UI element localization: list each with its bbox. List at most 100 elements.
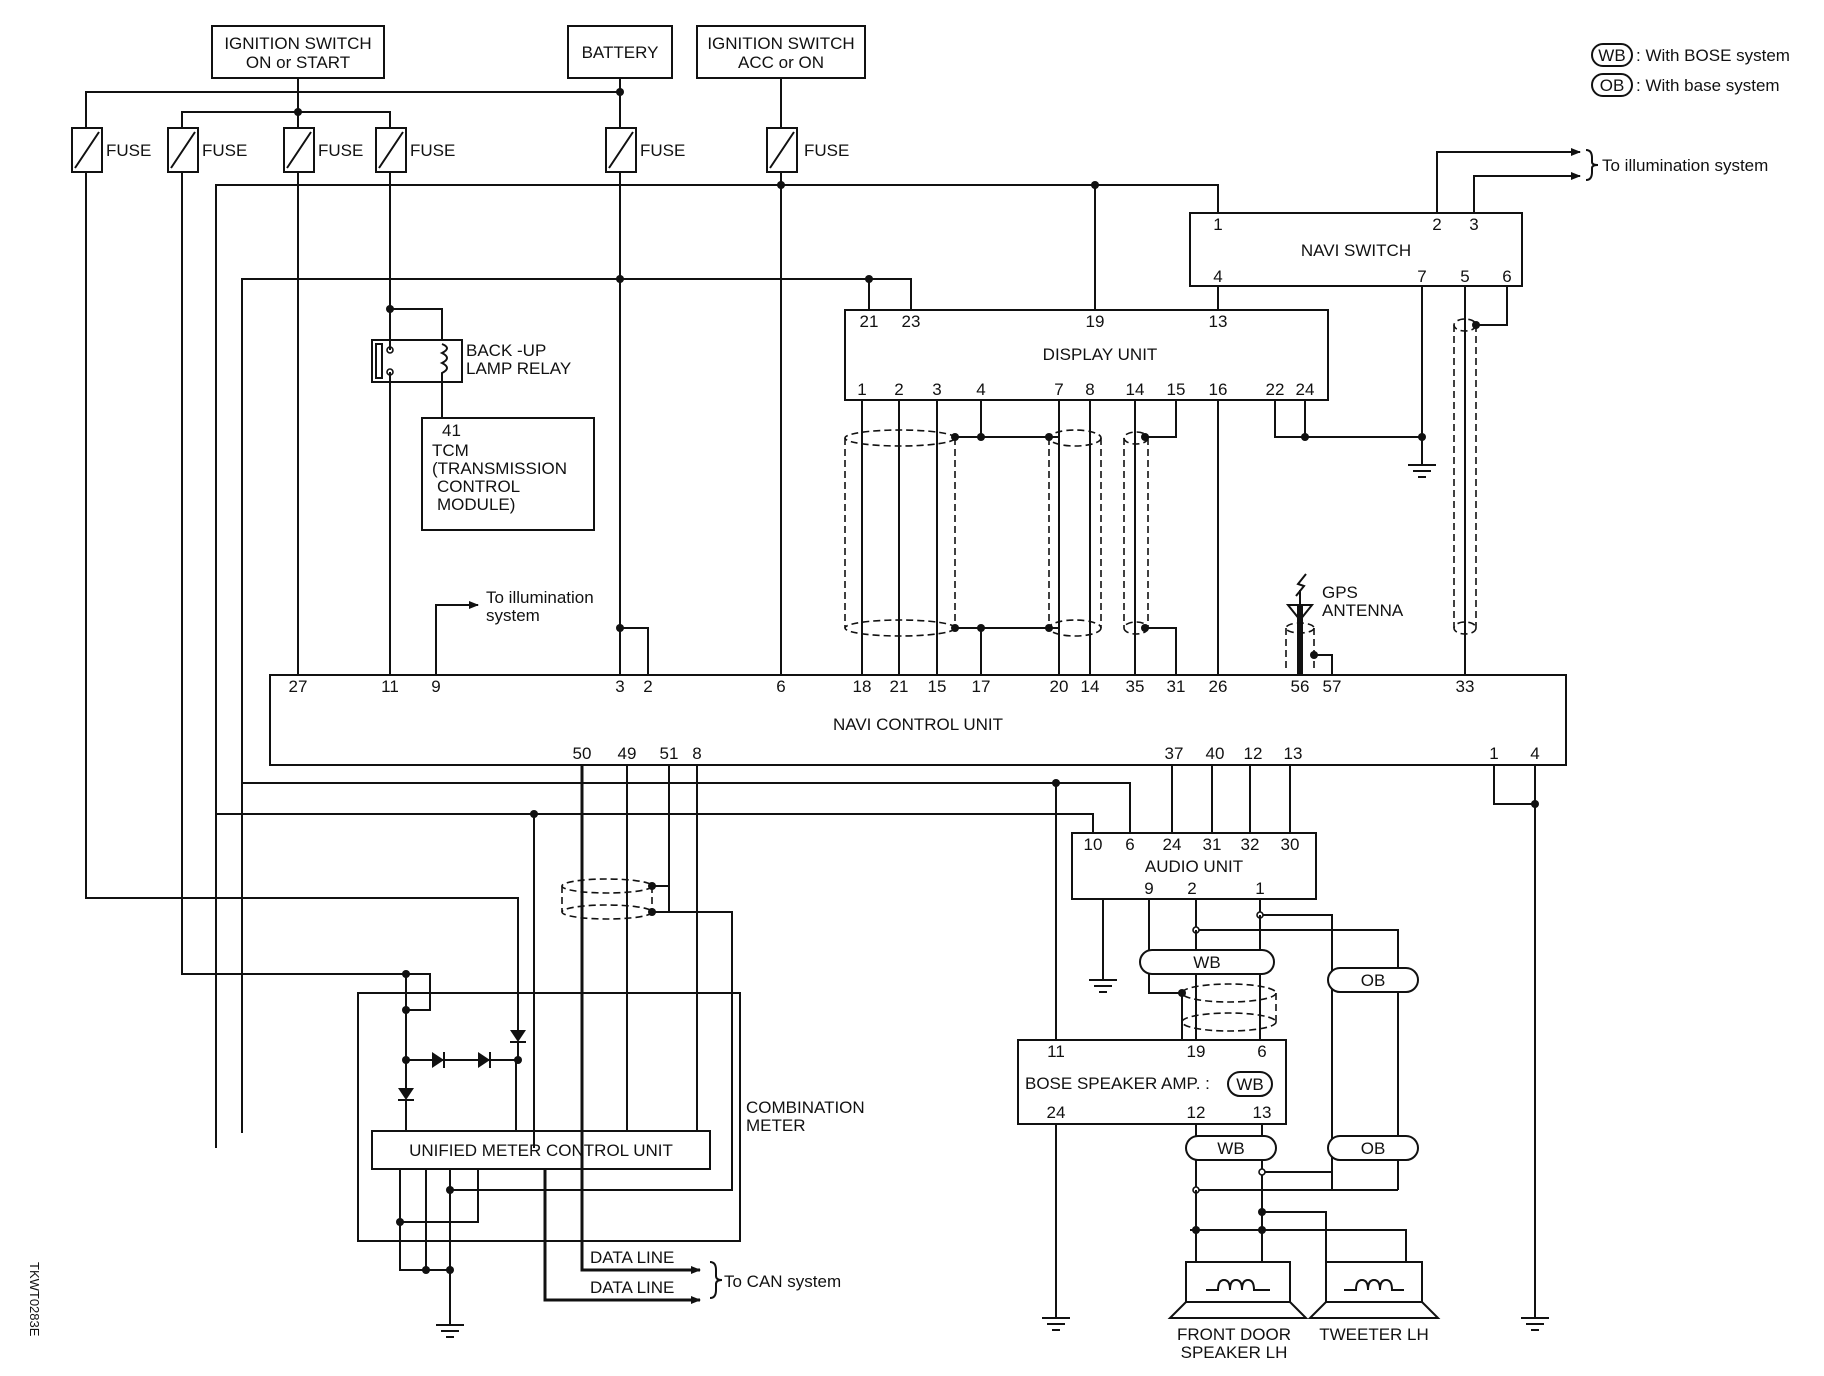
svg-text:27: 27 (289, 677, 308, 696)
svg-text:7: 7 (1417, 267, 1426, 286)
navi-bottom-pins: 50 49 51 8 37 40 12 13 1 4 (573, 744, 1540, 763)
display-unit: DISPLAY UNIT 21 23 19 13 1 2 3 4 7 8 14 … (844, 309, 1329, 401)
svg-text:FRONT DOOR: FRONT DOOR (1177, 1325, 1291, 1344)
to-illumination-top-label: To illumination system (1602, 156, 1768, 175)
svg-text:DATA LINE: DATA LINE (590, 1278, 674, 1297)
display-navi-wires (844, 286, 1508, 685)
navi-switch: NAVI SWITCH 1 2 3 4 7 5 6 (1189, 212, 1523, 287)
svg-text:1: 1 (1213, 215, 1222, 234)
svg-text:7: 7 (1054, 380, 1063, 399)
svg-text:2: 2 (894, 380, 903, 399)
svg-text:12: 12 (1187, 1103, 1206, 1122)
legend-wb-pill (1591, 43, 1633, 67)
svg-text:ANTENNA: ANTENNA (1322, 601, 1404, 620)
svg-text:3: 3 (1469, 215, 1478, 234)
svg-text:50: 50 (573, 744, 592, 763)
navi-switch-label: NAVI SWITCH (1301, 241, 1411, 260)
svg-text:16: 16 (1209, 380, 1228, 399)
svg-text:METER: METER (746, 1116, 806, 1135)
bose-speaker-amp: BOSE SPEAKER AMP. : WB 11 19 6 24 12 13 (1017, 1039, 1287, 1125)
svg-text:3: 3 (932, 380, 941, 399)
svg-text:SPEAKER LH: SPEAKER LH (1181, 1343, 1288, 1362)
svg-text:31: 31 (1203, 835, 1222, 854)
fuses: FUSE FUSE FUSE FUSE FUSE FUSE (71, 127, 849, 173)
ignition-on-label-2: ON or START (246, 53, 350, 72)
illumination-mid: To illumination system (435, 588, 594, 685)
svg-text:37: 37 (1165, 744, 1184, 763)
legend-wb-tag: WB (1598, 46, 1625, 65)
svg-text:40: 40 (1206, 744, 1225, 763)
svg-text:TWEETER LH: TWEETER LH (1319, 1325, 1429, 1344)
pill-ob-upper (1327, 967, 1419, 993)
diode-icon (398, 1088, 414, 1100)
svg-text:WB: WB (1193, 953, 1220, 972)
svg-text:(TRANSMISSION: (TRANSMISSION (432, 459, 567, 478)
power-wires (85, 78, 782, 128)
svg-text:1: 1 (1255, 879, 1264, 898)
to-can-system-label: To CAN system (724, 1272, 841, 1291)
fuse-1: FUSE (71, 127, 151, 173)
diode-icon (432, 1052, 444, 1068)
meter-bottom: DATA LINE DATA LINE To CAN system (396, 765, 841, 1338)
svg-text:11: 11 (381, 677, 399, 696)
svg-text:12: 12 (1244, 744, 1263, 763)
svg-text:2: 2 (643, 677, 652, 696)
ignition-acc-label-2: ACC or ON (738, 53, 824, 72)
speaker-wires (1148, 899, 1407, 1262)
svg-text:FUSE: FUSE (640, 141, 685, 160)
svg-text:14: 14 (1081, 677, 1100, 696)
svg-text:FUSE: FUSE (106, 141, 151, 160)
gps-antenna: GPS ANTENNA (1285, 573, 1404, 685)
svg-text:24: 24 (1163, 835, 1182, 854)
svg-text:18: 18 (853, 677, 872, 696)
top-bus-wires (215, 172, 1219, 1148)
svg-text:19: 19 (1187, 1042, 1206, 1061)
svg-text:9: 9 (431, 677, 440, 696)
legend-ob-pill (1591, 73, 1633, 97)
svg-text:24: 24 (1296, 380, 1315, 399)
battery-label: BATTERY (582, 43, 659, 62)
svg-text:FUSE: FUSE (804, 141, 849, 160)
svg-text:6: 6 (1257, 1042, 1266, 1061)
fuse-5: FUSE (605, 127, 685, 173)
svg-text:1: 1 (857, 380, 866, 399)
svg-text:6: 6 (1502, 267, 1511, 286)
navi-control-unit-box (269, 674, 1567, 766)
svg-text:WB: WB (1236, 1075, 1263, 1094)
svg-text:2: 2 (1187, 879, 1196, 898)
relay-label-1: BACK -UP (466, 341, 546, 360)
svg-text:32: 32 (1241, 835, 1260, 854)
speaker-front-door-lh: FRONT DOOR SPEAKER LH (1167, 1261, 1309, 1362)
svg-text:57: 57 (1323, 677, 1342, 696)
navi-audio-wires (216, 765, 1291, 1148)
svg-text:24: 24 (1047, 1103, 1066, 1122)
pill-wb-upper (1139, 949, 1275, 975)
ground-icon (1408, 464, 1436, 478)
svg-text:3: 3 (615, 677, 624, 696)
svg-text:51: 51 (660, 744, 679, 763)
svg-text:FUSE: FUSE (410, 141, 455, 160)
legend-wb-text: : With BOSE system (1636, 46, 1790, 65)
bose-ground (1042, 1124, 1070, 1331)
svg-text:OB: OB (1361, 971, 1386, 990)
svg-text:4: 4 (976, 380, 985, 399)
navi-switch-box (1189, 212, 1523, 287)
svg-text:10: 10 (1084, 835, 1103, 854)
svg-text:13: 13 (1284, 744, 1303, 763)
unified-meter-control-unit-box (371, 1130, 711, 1170)
battery-box (567, 25, 673, 79)
svg-text:OB: OB (1361, 1139, 1386, 1158)
pill-ob-lower (1327, 1135, 1419, 1161)
meter-internal (85, 172, 535, 1148)
navi-top-pins: 27 11 9 3 2 6 18 21 15 17 20 14 35 31 26… (289, 677, 1475, 696)
svg-text:41: 41 (442, 421, 461, 440)
svg-text:To illumination: To illumination (486, 588, 594, 607)
svg-text:DATA LINE: DATA LINE (590, 1248, 674, 1267)
figure-id: TKWT0283E (27, 1262, 42, 1337)
svg-text:4: 4 (1530, 744, 1539, 763)
wire-navi-3-2 (616, 624, 649, 685)
svg-text:35: 35 (1126, 677, 1145, 696)
display-unit-box (844, 309, 1329, 401)
combination-meter-box (357, 992, 741, 1242)
